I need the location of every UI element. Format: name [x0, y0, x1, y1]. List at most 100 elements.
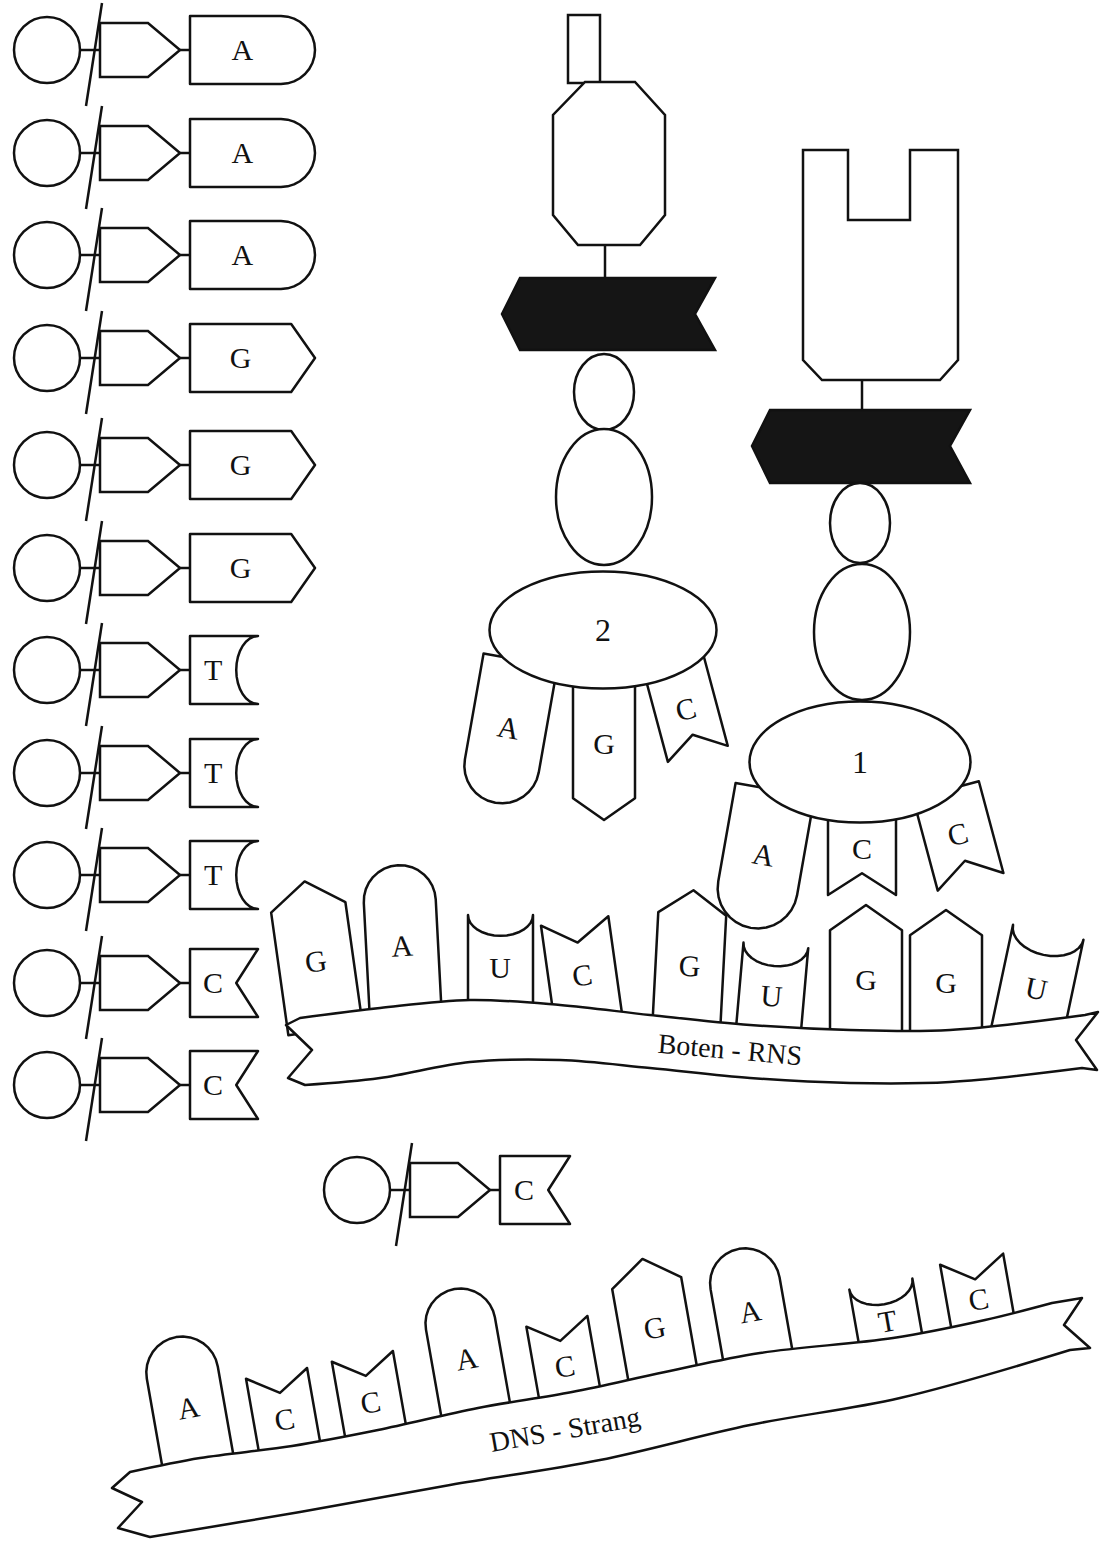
anticodon-loop: 2 — [488, 570, 718, 690]
base-letter: G — [678, 950, 701, 981]
base-outline — [190, 739, 258, 807]
text-slot: 1 — [748, 700, 972, 824]
nucleotide-base: G — [190, 534, 315, 602]
base-letter: A — [453, 1342, 480, 1375]
base-letter: C — [570, 959, 594, 991]
base-shape — [644, 657, 728, 762]
base-letter: T — [204, 655, 222, 685]
base-letter: G — [230, 553, 252, 583]
nucleotide-base: G — [190, 324, 315, 392]
strand-band: DNS - Strang — [108, 1294, 1094, 1541]
nucleotide-base: A — [190, 119, 315, 187]
base-outline — [190, 431, 315, 499]
binding-flag — [752, 410, 970, 483]
base-letter: G — [935, 968, 957, 998]
text-slot: C — [190, 949, 236, 1017]
nucleotide-backbone — [14, 1038, 192, 1141]
amino-acid-neck — [568, 15, 600, 83]
base-shape — [190, 841, 258, 909]
nucleotide-backbone — [14, 311, 192, 414]
nucleotide-backbone — [14, 521, 192, 624]
nucleotide-base: T — [190, 739, 258, 807]
base-outline — [190, 949, 258, 1017]
base-letter: T — [204, 860, 222, 890]
trna-loop — [556, 429, 652, 565]
base-shape — [190, 636, 258, 704]
band-shape — [286, 1000, 1098, 1085]
base-outline — [500, 1156, 570, 1224]
base-outline — [190, 324, 315, 392]
base-letter: A — [391, 930, 414, 961]
loop-number: 1 — [852, 746, 868, 778]
text-slot: A — [190, 119, 295, 187]
nucleotide-base: T — [190, 636, 258, 704]
base-letter: G — [303, 945, 329, 978]
base-shape — [190, 949, 258, 1017]
text-slot: T — [190, 739, 236, 807]
base-shape — [573, 665, 635, 820]
text-slot: A — [708, 1263, 792, 1359]
base-shape — [190, 324, 315, 392]
text-slot: A — [424, 1304, 510, 1415]
base-letter: G — [641, 1311, 668, 1344]
base-letter: C — [272, 1403, 297, 1436]
base-letter: T — [876, 1305, 899, 1338]
trna-two — [502, 15, 715, 565]
base-shape — [910, 910, 982, 1045]
base-letter: G — [230, 450, 252, 480]
base-letter: C — [358, 1387, 383, 1420]
base-letter: C — [672, 692, 699, 726]
nucleotide-backbone — [14, 208, 192, 311]
base-shape — [190, 221, 315, 289]
base-outline — [190, 1051, 258, 1119]
base-letter: U — [759, 980, 783, 1012]
base-letter: A — [231, 138, 253, 168]
nucleotide-base: G — [830, 905, 902, 1045]
base-letter: A — [750, 838, 777, 871]
trna-loop — [814, 564, 910, 700]
base-outline — [190, 841, 258, 909]
base-outline — [190, 636, 258, 704]
base-letter: U — [489, 953, 511, 983]
base-shape — [458, 653, 557, 809]
nucleotide-base: C — [500, 1156, 570, 1224]
base-letter: A — [737, 1295, 764, 1328]
base-letter: A — [175, 1392, 202, 1425]
nucleotide-base: T — [190, 841, 258, 909]
text-slot: U — [736, 963, 806, 1029]
text-slot: C — [828, 824, 896, 873]
band-shape — [112, 1298, 1090, 1537]
nucleotide-backbone — [324, 1143, 502, 1246]
base-letter: C — [944, 817, 971, 851]
loop-shape — [750, 702, 971, 823]
base-shape — [362, 863, 442, 1022]
base-shape — [190, 1051, 258, 1119]
text-slot: G — [573, 690, 635, 798]
base-letter: C — [552, 1350, 577, 1383]
text-slot: A — [190, 221, 295, 289]
base-letter: C — [203, 1070, 223, 1100]
nucleotide-base: A — [190, 221, 315, 289]
base-letter: C — [203, 968, 223, 998]
base-letter: A — [231, 240, 253, 270]
nucleotide-backbone — [14, 828, 192, 931]
binding-flag — [502, 278, 715, 350]
base-shape — [830, 905, 902, 1045]
text-slot: A — [363, 885, 441, 1007]
text-slot: G — [271, 902, 360, 1020]
base-shape — [190, 431, 315, 499]
stem-line — [861, 380, 864, 410]
stem-line — [604, 245, 607, 278]
nucleotide-base: G — [190, 431, 315, 499]
text-slot: 2 — [488, 570, 718, 690]
text-slot: G — [830, 930, 902, 1030]
base-letter: G — [593, 729, 615, 759]
text-slot: A — [462, 668, 555, 787]
base-letter: G — [855, 965, 877, 995]
text-slot: G — [910, 935, 982, 1030]
text-slot: G — [190, 324, 291, 392]
nucleotide-base: G — [910, 910, 982, 1045]
text-slot: C — [544, 938, 621, 1013]
base-outline — [190, 534, 315, 602]
